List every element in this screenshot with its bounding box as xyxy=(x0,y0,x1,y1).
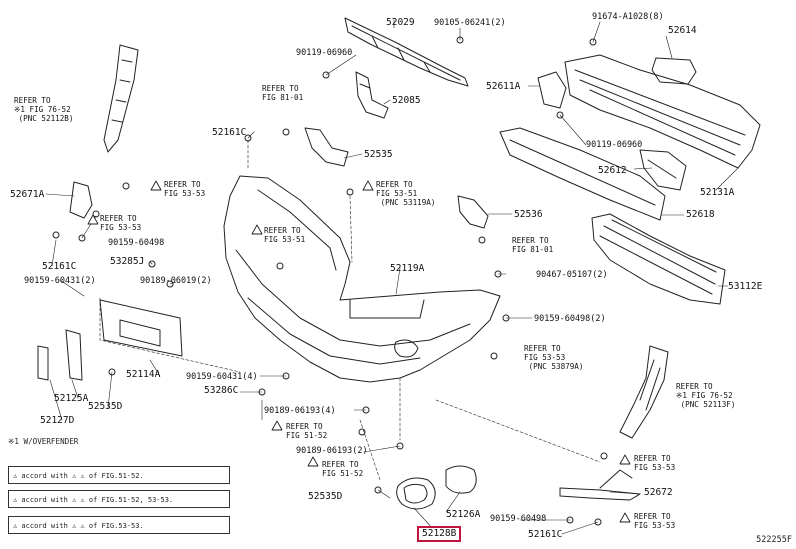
refer-fig-53-53-c: REFER TO FIG 53-53 xyxy=(634,454,676,472)
label-53285j: 53285J xyxy=(110,256,145,267)
legend-row-1: ⚠ accord with ⚠ ⚠ of FIG.51-52. xyxy=(8,466,230,484)
part-52536-shape xyxy=(457,195,489,229)
refer-fig-53-53-d: REFER TO FIG 53-53 xyxy=(634,512,676,530)
leader-lines xyxy=(45,19,739,535)
label-52161c-bottom: 52161C xyxy=(528,529,563,540)
refer-fig-76-52-right: REFER TO ※1 FIG 76-52 (PNC 52113F) xyxy=(676,382,736,409)
part-52112B-shape xyxy=(103,44,139,153)
label-90159-60498-bottom: 90159-60498 xyxy=(490,514,547,524)
label-52127d: 52127D xyxy=(40,415,75,426)
label-52536: 52536 xyxy=(514,209,543,220)
refer-fig-53-51-a: REFER TO FIG 53-51 (PNC 53119A) xyxy=(376,180,436,207)
label-90159-60431-2: 90159-60431(2) xyxy=(24,276,96,286)
label-52161c-left: 52161C xyxy=(42,261,77,272)
refer-fig-53-53-b: REFER TO FIG 53-53 xyxy=(100,214,142,232)
label-90189-06019: 90189-06019(2) xyxy=(140,276,212,286)
label-52125a: 52125A xyxy=(54,393,89,404)
label-52614: 52614 xyxy=(668,25,697,36)
label-52535: 52535 xyxy=(364,149,393,160)
legend-row-2: ⚠ accord with ⚠ ⚠ of FIG.51-52, 53-53. xyxy=(8,490,230,508)
label-53112e: 53112E xyxy=(728,281,763,292)
label-52119a: 52119A xyxy=(390,263,425,274)
label-90105-06241: 90105-06241(2) xyxy=(434,18,506,28)
label-52131a: 52131A xyxy=(700,187,735,198)
part-52128B-shape xyxy=(396,477,436,510)
label-90159-60498-2: 90159-60498(2) xyxy=(534,314,606,324)
label-53286c: 53286C xyxy=(204,385,239,396)
refer-fig-53-51-b: REFER TO FIG 53-51 xyxy=(264,226,306,244)
label-90189-06193-2: 90189-06193(2) xyxy=(296,446,368,456)
refer-fig-76-52-left: REFER TO ※1 FIG 76-52 (PNC 52112B) xyxy=(14,96,74,123)
label-52672: 52672 xyxy=(644,487,673,498)
part-52114A-shape xyxy=(99,299,183,357)
warning-triangles xyxy=(87,180,631,523)
refer-fig-53-53-pnc-53879a: REFER TO FIG 53-53 (PNC 53879A) xyxy=(524,344,584,371)
part-52119A-shape xyxy=(223,175,501,383)
label-52161c-top: 52161C xyxy=(212,127,247,138)
label-52618: 52618 xyxy=(686,209,715,220)
label-52671a: 52671A xyxy=(10,189,45,200)
label-90119-06960-right: 90119-06960 xyxy=(586,140,643,150)
part-52612-shape xyxy=(639,149,687,191)
label-52612: 52612 xyxy=(598,165,627,176)
part-52126A-shape xyxy=(445,465,477,494)
label-90467-05107: 90467-05107(2) xyxy=(536,270,608,280)
refer-fig-53-53-a: REFER TO FIG 53-53 xyxy=(164,180,206,198)
part-52535-shape xyxy=(304,127,349,167)
label-52085: 52085 xyxy=(392,95,421,106)
part-52029-shape xyxy=(344,17,469,87)
part-52125A-shape xyxy=(37,329,83,381)
footnote-overfender: ※1 W/OVERFENDER xyxy=(8,437,79,446)
label-52128b-highlighted[interactable]: 52128B xyxy=(417,526,462,542)
label-52535d-left: 52535D xyxy=(88,401,123,412)
part-52611A-shape xyxy=(537,71,567,109)
label-91674-a1028: 91674-A1028(8) xyxy=(592,12,664,22)
part-52131A-shape xyxy=(564,54,761,169)
label-52114a: 52114A xyxy=(126,369,161,380)
label-90119-06960-top: 90119-06960 xyxy=(296,48,353,58)
label-52611a: 52611A xyxy=(486,81,521,92)
label-90159-60431-4: 90159-60431(4) xyxy=(186,372,258,382)
label-52029: 52029 xyxy=(386,17,415,28)
part-53112E-shape xyxy=(591,213,726,305)
diagram-code: 522255F xyxy=(756,535,792,545)
part-52671A-shape xyxy=(69,181,93,219)
legend-row-3: ⚠ accord with ⚠ ⚠ of FIG.53-53. xyxy=(8,516,230,534)
refer-fig-81-01-top: REFER TO FIG 81-01 xyxy=(262,84,304,102)
label-52126a: 52126A xyxy=(446,509,481,520)
part-52113F-shape xyxy=(619,345,669,439)
refer-fig-51-52-b: REFER TO FIG 51-52 xyxy=(322,460,364,478)
label-90159-60498-left: 90159-60498 xyxy=(108,238,165,248)
label-52535d-bottom: 52535D xyxy=(308,491,343,502)
part-52085-shape xyxy=(355,71,389,119)
refer-fig-81-01-right: REFER TO FIG 81-01 xyxy=(512,236,554,254)
part-52672-shape xyxy=(559,469,641,501)
refer-fig-51-52-a: REFER TO FIG 51-52 xyxy=(286,422,328,440)
part-52618-shape xyxy=(499,127,666,221)
label-90189-06193-4: 90189-06193(4) xyxy=(264,406,336,416)
